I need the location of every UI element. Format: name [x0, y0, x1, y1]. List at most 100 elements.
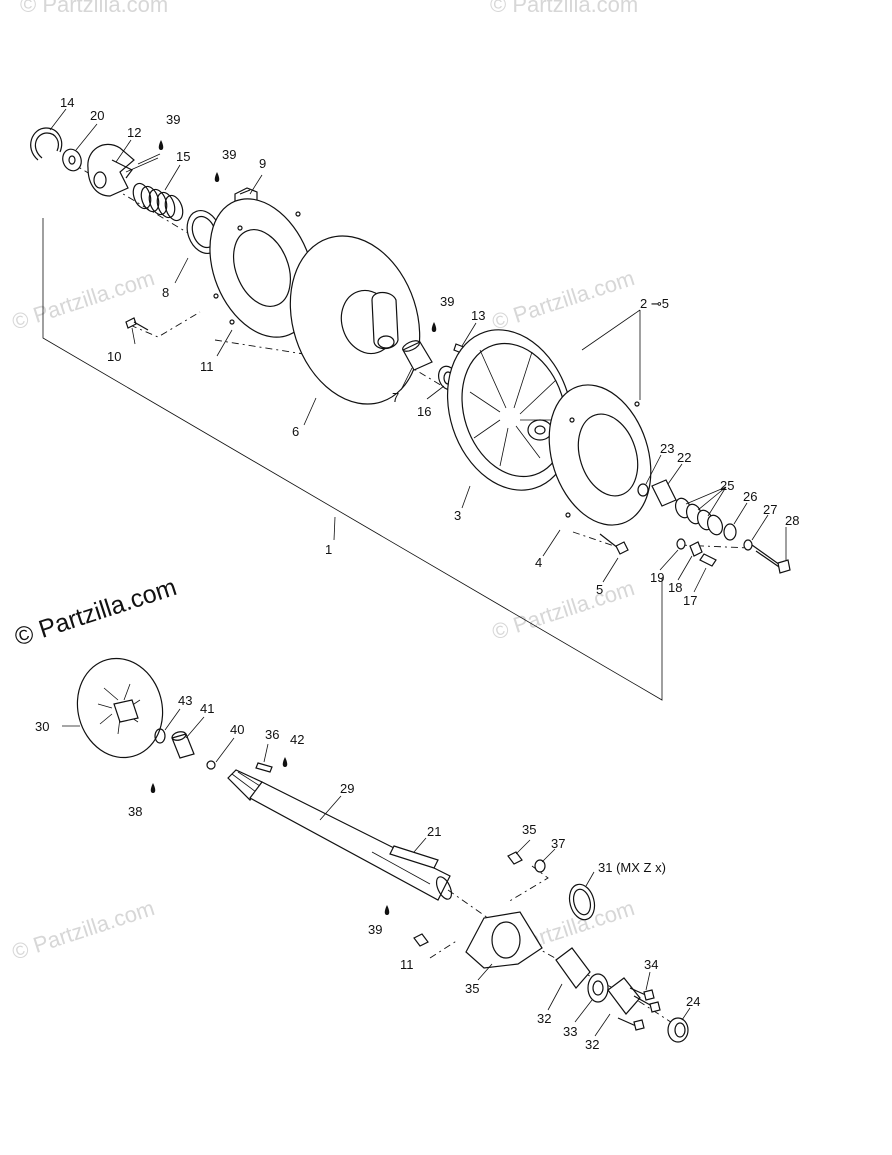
- callout-23: 23: [660, 441, 674, 456]
- callout-13: 13: [471, 308, 485, 323]
- callout-27: 27: [763, 502, 777, 517]
- callout-21: 21: [427, 824, 441, 839]
- callout-17: 17: [683, 593, 697, 608]
- sleeve-part: [171, 731, 195, 759]
- callout-5: 5: [596, 582, 603, 597]
- callout-18: 18: [668, 580, 682, 595]
- movable-sheave-part: [446, 329, 574, 491]
- grease-drop-icon: [214, 172, 220, 182]
- bearing-flange-part: [465, 911, 543, 969]
- bolt-head-part: [633, 989, 661, 1031]
- callout-43: 43: [178, 693, 192, 708]
- washer-part: [62, 148, 82, 172]
- callout-22: 22: [677, 450, 691, 465]
- drive-shaft-assembly: [62, 657, 691, 1043]
- cap-part: [667, 1017, 689, 1043]
- nut-part: [507, 851, 523, 865]
- callout-40: 40: [230, 722, 244, 737]
- callout-14: 14: [60, 95, 74, 110]
- nut-part: [413, 933, 429, 947]
- cover-plate-part: [209, 198, 315, 338]
- bearing-housing-part: [555, 947, 641, 1015]
- fixed-sheave-part: [289, 235, 421, 405]
- callout-39: 39: [222, 147, 236, 162]
- grease-drop-icon: [158, 140, 164, 150]
- washer-part: [676, 538, 686, 550]
- bushing-part: [402, 340, 433, 371]
- callout-8: 8: [162, 285, 169, 300]
- callout-labels: 14 20 12 39 15 39 9 8 10 11 6 39 13 2 ⊸5…: [35, 95, 799, 1052]
- stud-part: [699, 553, 717, 567]
- spacer-part: [651, 479, 677, 507]
- key-part: [255, 762, 273, 773]
- callout-32: 32: [537, 1011, 551, 1026]
- grease-drop-icon: [384, 905, 390, 915]
- callout-20: 20: [90, 108, 104, 123]
- callout-28: 28: [785, 513, 799, 528]
- callout-38: 38: [128, 804, 142, 819]
- callout-39: 39: [166, 112, 180, 127]
- driven-pulley-assembly: [30, 108, 791, 593]
- callout-10: 10: [107, 349, 121, 364]
- callout-11: 11: [200, 359, 214, 374]
- bearing-part: [587, 973, 609, 1003]
- callout-9: 9: [259, 156, 266, 171]
- callout-42: 42: [290, 732, 304, 747]
- callout-3: 3: [454, 508, 461, 523]
- screw-part: [599, 533, 629, 555]
- watermark-text: © Partzilla.com: [9, 895, 158, 965]
- callout-33: 33: [563, 1024, 577, 1039]
- assembly-bracket-1: [42, 218, 663, 701]
- nut-part: [689, 541, 703, 557]
- callout-35: 35: [465, 981, 479, 996]
- washer-part: [637, 483, 649, 497]
- callout-30: 30: [35, 719, 49, 734]
- callout-37: 37: [551, 836, 565, 851]
- callout-24: 24: [686, 994, 700, 1009]
- grease-drop-icon: [431, 322, 437, 332]
- screw-part: [125, 317, 149, 331]
- callout-7: 7: [392, 390, 399, 405]
- callout-2-to-5: 2 ⊸5: [640, 296, 669, 311]
- callout-26: 26: [743, 489, 757, 504]
- key-part: [389, 845, 439, 869]
- watermark-text: © Partzilla.com: [490, 0, 638, 17]
- callout-31-mx-z-x: 31 (MX Z x): [598, 860, 666, 875]
- callout-25: 25: [720, 478, 734, 493]
- circlip-part: [154, 728, 166, 744]
- watermark-text: © Partzilla.com: [489, 575, 638, 645]
- seal-ring-part: [568, 883, 596, 921]
- cover-plate-part: [548, 384, 652, 526]
- callout-19: 19: [650, 570, 664, 585]
- disc-part: [76, 657, 164, 759]
- grease-drop-icon: [150, 783, 156, 793]
- leader-lines: [164, 708, 691, 1037]
- callout-34: 34: [644, 957, 658, 972]
- callout-32: 32: [585, 1037, 599, 1052]
- callout-4: 4: [535, 555, 542, 570]
- callout-39: 39: [368, 922, 382, 937]
- watermark-text: © Partzilla.com: [20, 0, 168, 17]
- bolt-part: [751, 544, 791, 574]
- callout-11: 11: [400, 957, 414, 972]
- callout-29: 29: [340, 781, 354, 796]
- callout-15: 15: [176, 149, 190, 164]
- callout-36: 36: [265, 727, 279, 742]
- drive-shaft-part: [227, 769, 453, 901]
- callout-1: 1: [325, 542, 332, 557]
- callout-41: 41: [200, 701, 214, 716]
- watermark-text-dark: © Partzilla.com: [11, 573, 180, 652]
- leader-lines: [49, 108, 787, 593]
- washer-part: [743, 539, 753, 551]
- washer-part: [534, 859, 546, 873]
- callout-6: 6: [292, 424, 299, 439]
- spring-washer-part: [674, 497, 724, 536]
- grease-drop-icon: [282, 757, 288, 767]
- callout-16: 16: [417, 404, 431, 419]
- spring-part: [132, 182, 184, 222]
- watermark-text: © Partzilla.com: [489, 265, 638, 335]
- circlip-part: [30, 127, 63, 161]
- callout-12: 12: [127, 125, 141, 140]
- washer-part: [723, 523, 737, 541]
